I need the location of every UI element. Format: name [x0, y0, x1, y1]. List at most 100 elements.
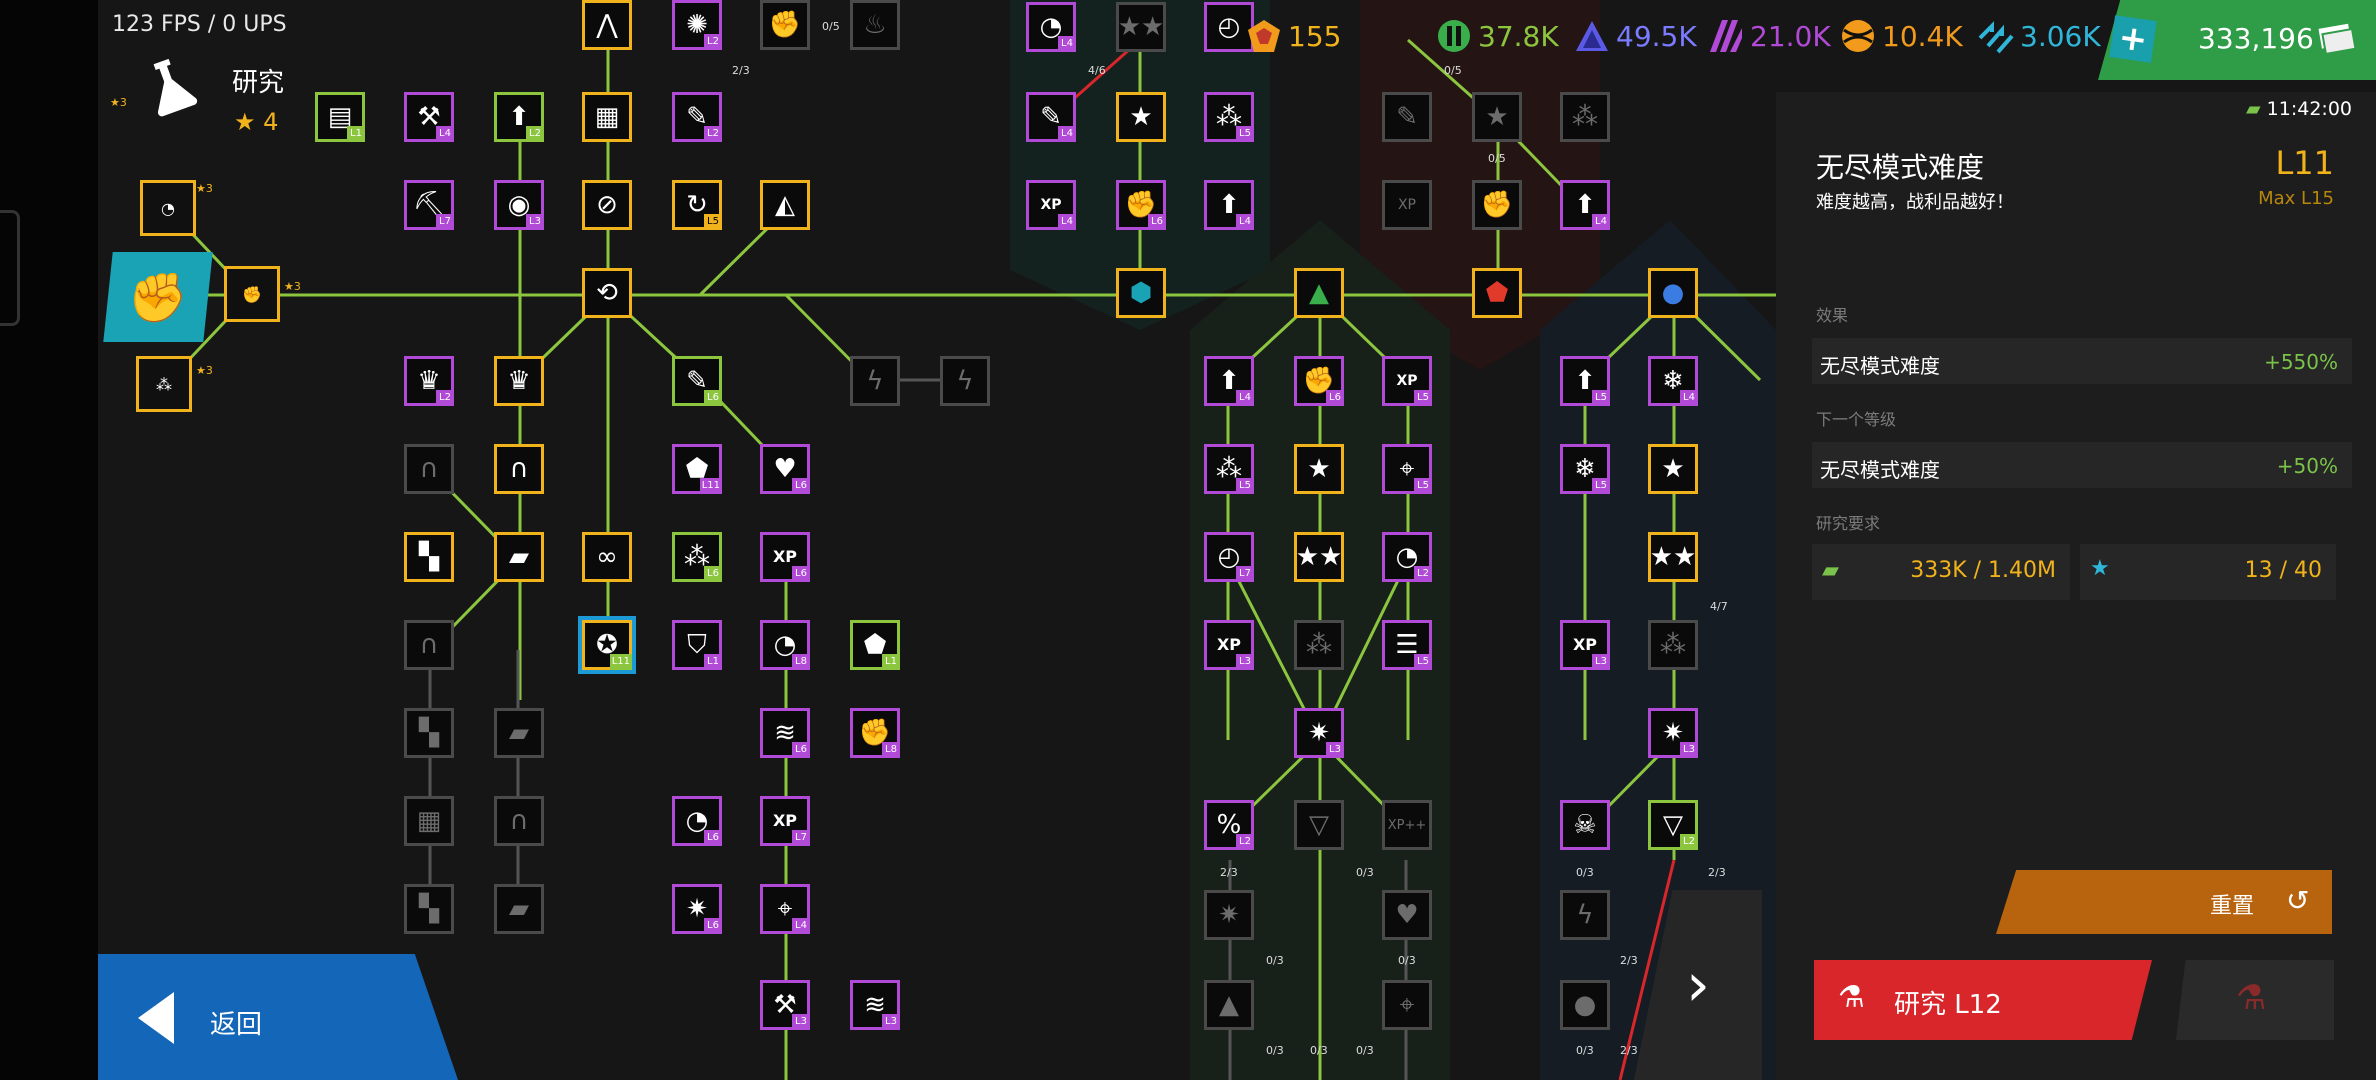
- node-heart-locked[interactable]: ♥: [1382, 890, 1432, 940]
- node-sell-locked[interactable]: ⌖: [1382, 980, 1432, 1030]
- node-splash[interactable]: ✺L2: [672, 0, 722, 50]
- node-arrow-green-col[interactable]: ⬆L4: [1204, 356, 1254, 406]
- node-heart[interactable]: ♥L6: [760, 444, 810, 494]
- node-list[interactable]: ☰L5: [1382, 620, 1432, 670]
- category-fist-badge[interactable]: ✊: [103, 252, 213, 342]
- node-splitter[interactable]: ⊘: [582, 180, 632, 230]
- node-crown-small[interactable]: ♛L2: [404, 356, 454, 406]
- node-burst-blue-col[interactable]: ✷L3: [1648, 708, 1698, 758]
- node-fist-locked-2[interactable]: ✊: [1472, 180, 1522, 230]
- node-pacman-l6[interactable]: ◔L6: [672, 796, 722, 846]
- node-green-core[interactable]: ▲: [1294, 268, 1344, 318]
- node-burst-locked[interactable]: ✷: [1204, 890, 1254, 940]
- node-pacman-top[interactable]: ◔L4: [1026, 2, 1076, 52]
- node-three-stars-blue-locked[interactable]: ⁂: [1648, 620, 1698, 670]
- resource-orange-ball[interactable]: 10.4K: [1840, 18, 1963, 54]
- resource-green-chip[interactable]: 37.8K: [1436, 18, 1559, 54]
- node-ticket[interactable]: ▰: [494, 532, 544, 582]
- node-star-blue-col[interactable]: ★: [1648, 444, 1698, 494]
- node-tri-locked[interactable]: ▲: [1204, 980, 1254, 1030]
- node-xp-plusplus-locked[interactable]: XP++: [1382, 800, 1432, 850]
- node-magnet-gift-grey[interactable]: ∩: [494, 796, 544, 846]
- node-snow-gear[interactable]: ❄L4: [1648, 356, 1698, 406]
- node-arrow-blue-col[interactable]: ⬆L5: [1560, 356, 1610, 406]
- node-teal-core[interactable]: ⬢: [1116, 268, 1166, 318]
- node-gauge[interactable]: ◴: [1204, 2, 1254, 52]
- node-pentagon-green[interactable]: ⬟L1: [850, 620, 900, 670]
- node-red-core[interactable]: ⬟: [1472, 268, 1522, 318]
- node-refresh[interactable]: ↻L5: [672, 180, 722, 230]
- node-star[interactable]: ★: [1116, 92, 1166, 142]
- node-scatter[interactable]: ⁂: [136, 356, 192, 412]
- node-infinity[interactable]: ∞: [582, 532, 632, 582]
- node-pickaxe[interactable]: ⛏L7: [404, 180, 454, 230]
- node-mountain[interactable]: ◭: [760, 180, 810, 230]
- node-two-stars[interactable]: ★★: [1294, 532, 1344, 582]
- node-ticket-grey-2[interactable]: ▰: [494, 884, 544, 934]
- node-scatter-green-col[interactable]: ⁂L5: [1204, 444, 1254, 494]
- node-crown[interactable]: ♛: [494, 356, 544, 406]
- back-button[interactable]: 返回: [98, 954, 458, 1080]
- node-fist-locked[interactable]: ✊: [760, 0, 810, 50]
- node-pen-green[interactable]: ✎L6: [672, 356, 722, 406]
- node-scatter-locked[interactable]: ⁂: [1560, 92, 1610, 142]
- node-snow-arrow[interactable]: ❄L5: [1560, 444, 1610, 494]
- node-scroll[interactable]: ▤L1: [315, 92, 365, 142]
- node-blue-core[interactable]: ●: [1648, 268, 1698, 318]
- node-pacman-l2[interactable]: ◔L2: [1382, 532, 1432, 582]
- node-endless-difficulty-selected[interactable]: ✪L11: [582, 620, 632, 670]
- node-arrow-l4[interactable]: ⬆L4: [1204, 180, 1254, 230]
- node-pentagon[interactable]: ⬟L11: [672, 444, 722, 494]
- node-magnet-locked[interactable]: ∩: [404, 444, 454, 494]
- resource-purple-strips[interactable]: 21.0K: [1708, 18, 1831, 54]
- node-blocks-grey-2[interactable]: ▚: [404, 884, 454, 934]
- node-glass-xp-locked[interactable]: ▽: [1294, 800, 1344, 850]
- node-crown-chart[interactable]: ⋀: [582, 0, 632, 50]
- node-arrow-up[interactable]: ⬆L2: [494, 92, 544, 142]
- node-orb-locked[interactable]: ●: [1560, 980, 1610, 1030]
- node-fist-l6[interactable]: ✊L6: [1116, 180, 1166, 230]
- resource-orange-crystal[interactable]: 155: [1246, 18, 1341, 54]
- node-bolt-gem-locked[interactable]: ϟ: [940, 356, 990, 406]
- node-sell[interactable]: ⌖L4: [760, 884, 810, 934]
- node-ticket-grey[interactable]: ▰: [494, 708, 544, 758]
- node-burst-l3[interactable]: ✷L3: [1294, 708, 1344, 758]
- node-pacman[interactable]: ◔: [140, 180, 196, 236]
- node-hub[interactable]: ⟲: [582, 268, 632, 318]
- resource-blue-pyramid[interactable]: 49.5K: [1574, 18, 1697, 54]
- node-grid[interactable]: ▦: [582, 92, 632, 142]
- node-hammer[interactable]: ⚒L4: [404, 92, 454, 142]
- node-arrow-l4-b[interactable]: ⬆L4: [1560, 180, 1610, 230]
- node-three-stars-locked[interactable]: ⁂: [1294, 620, 1344, 670]
- node-magnet[interactable]: ∩: [494, 444, 544, 494]
- node-star-locked[interactable]: ★: [1472, 92, 1522, 142]
- node-two-stars-blue-col[interactable]: ★★: [1648, 532, 1698, 582]
- node-star-green-col[interactable]: ★: [1294, 444, 1344, 494]
- node-bolt-blue-locked[interactable]: ϟ: [1560, 890, 1610, 940]
- resource-cyan-chevrons[interactable]: 3.06K: [1978, 18, 2101, 54]
- node-fist[interactable]: ✊: [224, 266, 280, 322]
- node-blocks-grey[interactable]: ▚: [404, 708, 454, 758]
- node-flame-locked[interactable]: ♨: [850, 0, 900, 50]
- node-blocks-star[interactable]: ▚: [404, 532, 454, 582]
- node-scatter-green[interactable]: ⁂L6: [672, 532, 722, 582]
- node-chevrons[interactable]: ≋L6: [760, 708, 810, 758]
- node-scatter-top[interactable]: ⁂L5: [1204, 92, 1254, 142]
- node-skull[interactable]: ☠: [1560, 800, 1610, 850]
- node-pen[interactable]: ✎L2: [672, 92, 722, 142]
- node-fist-purple[interactable]: ✊L8: [850, 708, 900, 758]
- research-ticket-button[interactable]: ⚗: [2176, 960, 2334, 1040]
- node-two-stars-locked[interactable]: ★★: [1116, 2, 1166, 52]
- node-max-xp-locked[interactable]: XP: [1382, 180, 1432, 230]
- reset-button[interactable]: 重置 ↺: [1996, 870, 2332, 934]
- node-glass-green[interactable]: ▽L2: [1648, 800, 1698, 850]
- node-pacman-purple[interactable]: ◔L8: [760, 620, 810, 670]
- node-bucket[interactable]: ⛉L1: [672, 620, 722, 670]
- node-bolt-locked[interactable]: ϟ: [850, 356, 900, 406]
